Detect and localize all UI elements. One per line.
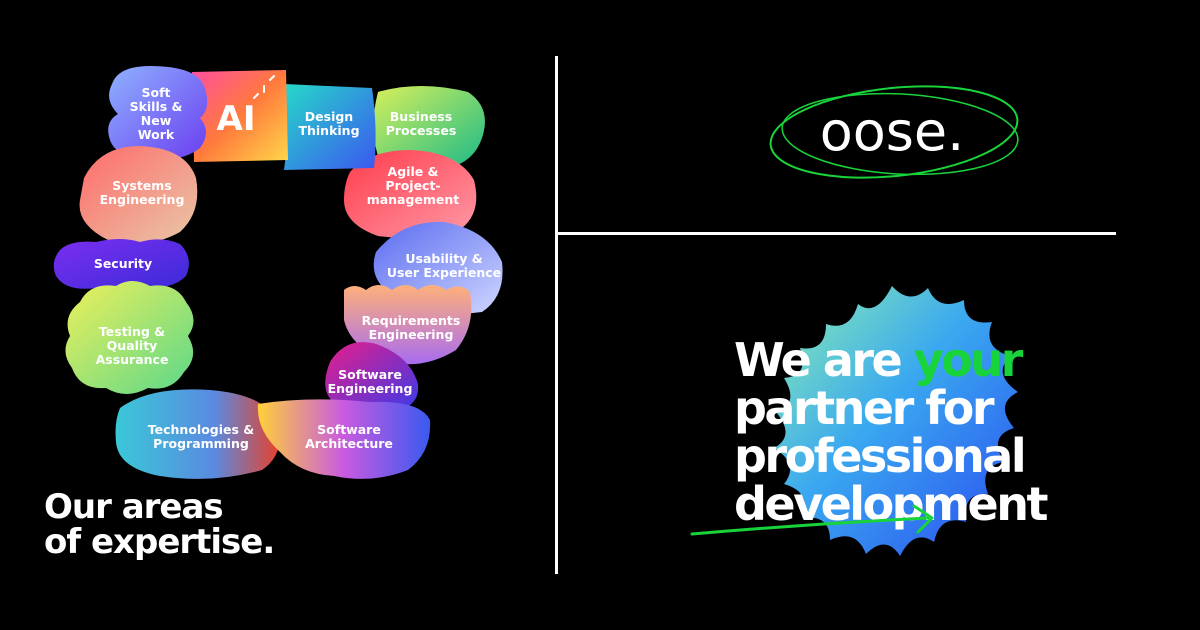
testing-label-line: Assurance xyxy=(96,352,169,367)
technologies-label-line: Programming xyxy=(153,436,249,451)
testing-label-line: Testing & xyxy=(99,324,165,339)
soft-skills-blob xyxy=(108,66,208,161)
agile-label-line: Project- xyxy=(385,178,440,193)
usability-label: Usability &User Experience xyxy=(387,251,501,280)
tagline: We are your partner for professional dev… xyxy=(734,336,1154,528)
horizontal-divider xyxy=(556,232,1116,235)
section-headline: Our areas of expertise. xyxy=(44,487,275,562)
ai-label-line: AI xyxy=(217,99,256,139)
soft-skills-label-line: Work xyxy=(138,127,175,142)
systems-engineering-blob xyxy=(79,146,198,244)
splash-blob xyxy=(774,286,1018,556)
design-thinking-blob xyxy=(284,84,376,170)
technologies-blob xyxy=(115,389,280,479)
agile-label-line: Agile & xyxy=(388,164,439,179)
tagline-line-1: We are your xyxy=(734,336,1154,384)
logo-scribble-ring xyxy=(769,85,1019,179)
agile-blob xyxy=(344,150,477,238)
requirements-label-line: Engineering xyxy=(369,327,454,342)
usability-label-line: Usability & xyxy=(405,251,482,266)
design-thinking-label-line: Thinking xyxy=(298,123,359,138)
testing-blob xyxy=(65,281,194,394)
usability-label-line: User Experience xyxy=(387,265,501,280)
vertical-divider xyxy=(555,56,558,574)
ai-label: AI xyxy=(217,99,256,139)
logo-scribble-ring-2 xyxy=(781,92,1019,176)
soft-skills-label-line: Soft xyxy=(141,85,170,100)
arrow-right-icon xyxy=(690,504,934,536)
business-processes-label-line: Business xyxy=(390,109,452,124)
oose-logo: oose. xyxy=(769,85,1019,179)
software-architecture-blob xyxy=(257,399,431,479)
logo-text: oose. xyxy=(820,100,965,163)
software-architecture-label-line: Software xyxy=(317,422,381,437)
systems-engineering-label-line: Systems xyxy=(112,178,172,193)
tagline-line-3: professional xyxy=(734,429,1027,483)
sparkle-icon xyxy=(253,75,275,99)
testing-label-line: Quality xyxy=(107,338,158,353)
agile-label-line: management xyxy=(367,192,460,207)
technologies-label: Technologies &Programming xyxy=(148,422,255,451)
business-processes-blob xyxy=(373,86,485,170)
security-label-line: Security xyxy=(94,256,152,271)
soft-skills-label-line: New xyxy=(141,113,172,128)
headline-line-1: Our areas xyxy=(44,487,224,527)
security-blob xyxy=(53,239,189,291)
tagline-line-1-start: We are xyxy=(734,333,914,387)
software-engineering-label-line: Engineering xyxy=(328,381,413,396)
requirements-label-line: Requirements xyxy=(362,313,461,328)
tagline-line-2: partner for xyxy=(734,381,995,435)
technologies-label-line: Technologies & xyxy=(148,422,255,437)
systems-engineering-label-line: Engineering xyxy=(100,192,185,207)
headline-line-2: of expertise. xyxy=(44,522,275,562)
security-label: Security xyxy=(94,256,152,271)
software-engineering-blob xyxy=(325,342,419,412)
software-architecture-label-line: Architecture xyxy=(305,436,393,451)
tagline-accent-word: your xyxy=(913,333,1024,387)
business-processes-label-line: Processes xyxy=(386,123,457,138)
software-engineering-label-line: Software xyxy=(338,367,402,382)
soft-skills-label-line: Skills & xyxy=(130,99,183,114)
design-thinking-label-line: Design xyxy=(305,109,353,124)
agile-label: Agile &Project-management xyxy=(367,164,460,207)
